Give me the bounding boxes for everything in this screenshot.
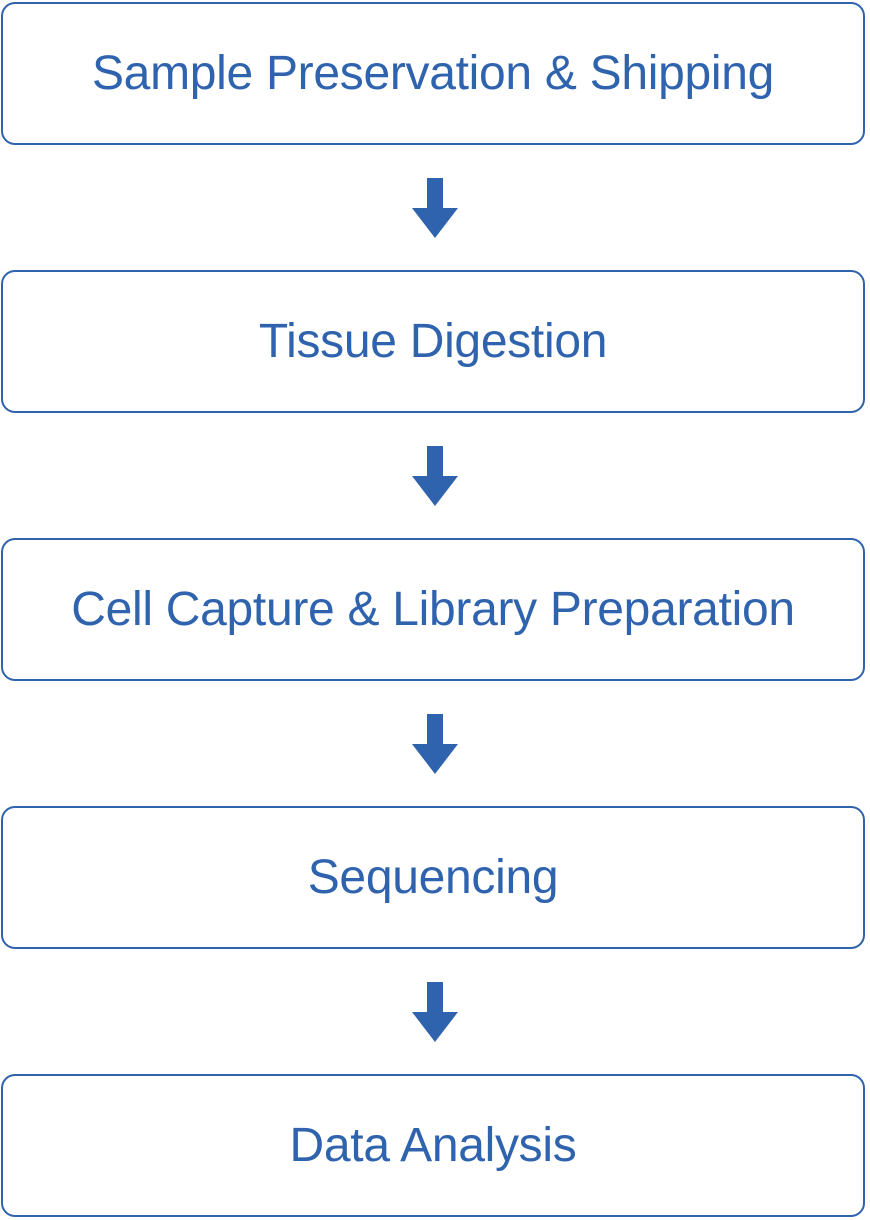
down-arrow-icon	[412, 982, 458, 1042]
step-label: Sequencing	[307, 851, 559, 904]
down-arrow-icon	[412, 446, 458, 506]
step-tissue-digestion: Tissue Digestion	[1, 270, 865, 413]
step-label: Tissue Digestion	[258, 315, 608, 368]
step-data-analysis: Data Analysis	[1, 1074, 865, 1217]
step-label: Cell Capture & Library Preparation	[71, 583, 795, 636]
step-cell-capture-library-preparation: Cell Capture & Library Preparation	[1, 538, 865, 681]
step-label: Sample Preservation & Shipping	[91, 47, 775, 100]
step-sample-preservation-shipping: Sample Preservation & Shipping	[1, 2, 865, 145]
down-arrow-icon	[412, 714, 458, 774]
step-label: Data Analysis	[289, 1119, 577, 1172]
step-sequencing: Sequencing	[1, 806, 865, 949]
down-arrow-icon	[412, 178, 458, 238]
